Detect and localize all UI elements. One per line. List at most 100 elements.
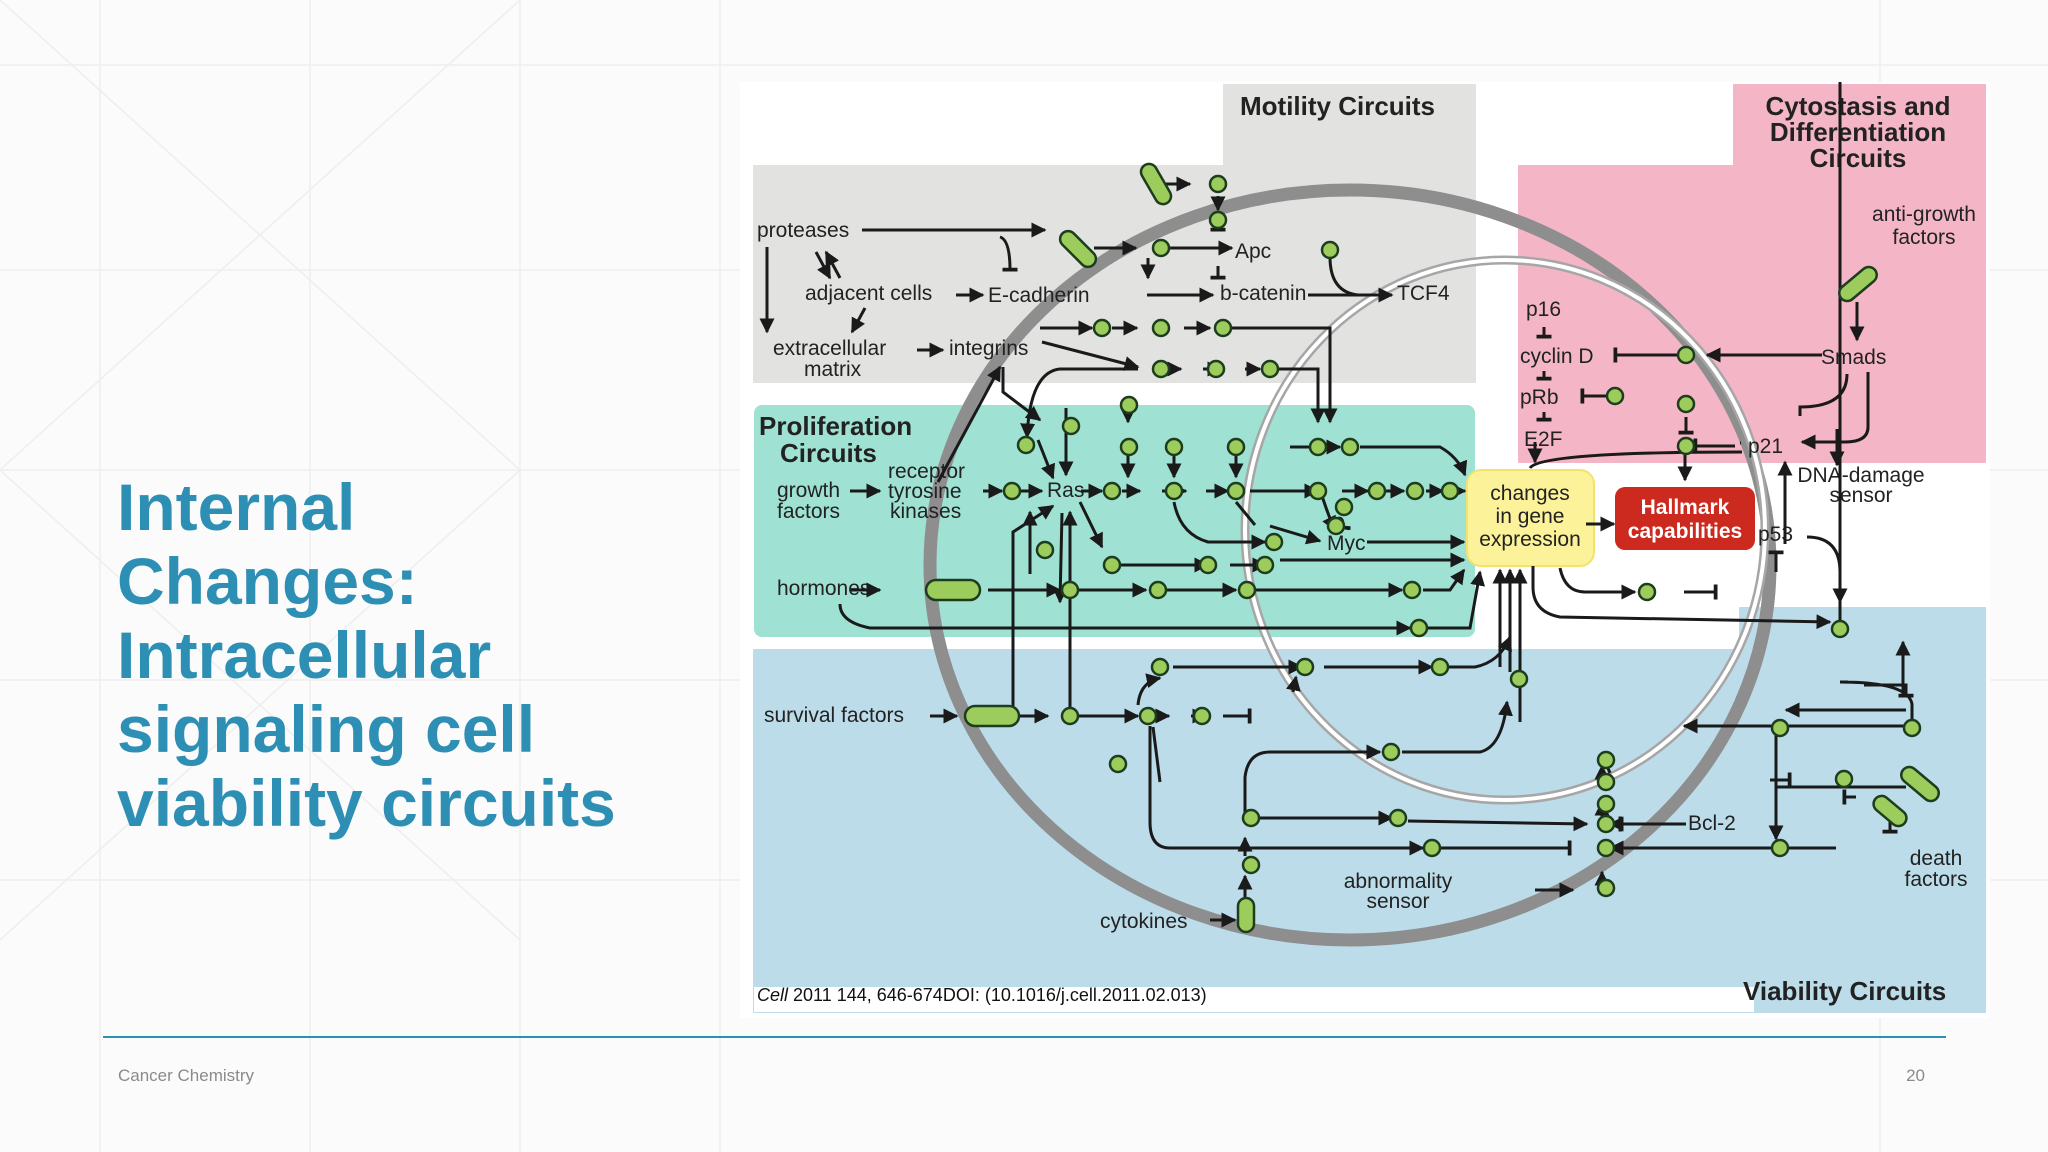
ras-label: Ras: [1047, 479, 1084, 502]
receptor-capsule-top: [1139, 162, 1173, 206]
hormones-label: hormones: [777, 577, 870, 600]
node: [1108, 754, 1128, 774]
prb-label: pRb: [1520, 386, 1559, 409]
node: [1119, 437, 1139, 457]
node: [1830, 619, 1850, 639]
hallmark-label-1: Hallmark: [1641, 496, 1730, 519]
slide-title: Internal Changes: Intracellular signalin…: [117, 470, 677, 840]
receptor-capsule-cytokines: [1236, 896, 1256, 934]
node: [1409, 618, 1429, 638]
node: [1148, 580, 1168, 600]
node: [1150, 657, 1170, 677]
node: [1164, 437, 1184, 457]
node: [1260, 359, 1280, 379]
node: [1596, 794, 1616, 814]
node: [1061, 416, 1081, 436]
node: [1402, 580, 1422, 600]
proteases-label: proteases: [757, 219, 849, 242]
node: [1192, 706, 1212, 726]
node: [1208, 210, 1228, 230]
anti-growth-label-2: factors: [1892, 226, 1955, 249]
signaling-diagram-svg: Motility Circuits Cytostasis and Differe…: [740, 82, 1990, 1018]
tcf4-label: TCF4: [1397, 282, 1450, 305]
e-cadherin-label: E-cadherin: [988, 284, 1090, 307]
node: [1430, 657, 1450, 677]
b-catenin-label: b-catenin: [1220, 282, 1306, 305]
node: [1151, 238, 1171, 258]
title-line-5: viability circuits: [117, 766, 616, 840]
dna-damage-label-1: DNA-damage: [1797, 464, 1924, 487]
receptor-capsule-death-2: [1872, 794, 1908, 828]
growth-factors-label-1: growth: [777, 479, 840, 502]
node: [1605, 386, 1625, 406]
figure-citation: Cell 2011 144, 646-674DOI: (10.1016/j.ce…: [757, 985, 1207, 1006]
node: [1164, 481, 1184, 501]
node: [1237, 580, 1257, 600]
abnormality-sensor-label-1: abnormality: [1344, 870, 1453, 893]
bcl2-label: Bcl-2: [1688, 812, 1736, 835]
citation-details: 2011 144, 646-674DOI: (10.1016/j.cell.20…: [788, 985, 1207, 1005]
node: [1198, 555, 1218, 575]
death-factors-label-1: death: [1910, 847, 1963, 870]
node: [1440, 481, 1460, 501]
nucleus-membrane-inner: [1243, 258, 1767, 802]
node: [1902, 718, 1922, 738]
adjacent-cells-label: adjacent cells: [805, 282, 932, 305]
p16-label: p16: [1526, 298, 1561, 321]
node: [1340, 437, 1360, 457]
cytostasis-label-1: Cytostasis and: [1766, 91, 1951, 121]
proliferation-label-2: Circuits: [780, 438, 877, 468]
changes-label-1: changes: [1490, 482, 1569, 505]
node: [1676, 345, 1696, 365]
motility-region: [753, 84, 1476, 383]
death-factors-label-2: factors: [1904, 868, 1967, 891]
node: [1596, 814, 1616, 834]
changes-label-3: expression: [1479, 528, 1581, 551]
node: [1151, 359, 1171, 379]
node: [1320, 240, 1340, 260]
node: [1151, 318, 1171, 338]
node: [1770, 718, 1790, 738]
node: [1676, 394, 1696, 414]
slide-number: 20: [1906, 1066, 1925, 1085]
hallmark-label-2: capabilities: [1628, 520, 1742, 543]
citation-journal: Cell: [757, 985, 789, 1005]
extracellular-label-1: extracellular: [773, 337, 886, 360]
node: [1206, 359, 1226, 379]
node: [1676, 436, 1696, 456]
node: [1388, 808, 1408, 828]
cytostasis-label-2: Differentiation: [1770, 117, 1946, 147]
receptor-capsule-death-1: [1900, 765, 1940, 803]
node: [1035, 540, 1055, 560]
node: [1381, 742, 1401, 762]
motility-circuits-label: Motility Circuits: [1240, 91, 1435, 121]
signaling-diagram: Motility Circuits Cytostasis and Differe…: [740, 82, 1990, 1018]
node: [1422, 838, 1442, 858]
changes-in-gene-expression-box: [1466, 469, 1595, 567]
node: [1226, 437, 1246, 457]
cytokines-label: cytokines: [1100, 910, 1188, 933]
title-line-3: Intracellular: [117, 618, 492, 692]
node: [1295, 657, 1315, 677]
citation-strip: [754, 987, 1754, 1012]
node: [1596, 750, 1616, 770]
title-line-1: Internal: [117, 470, 356, 544]
signaling-nodes: [1002, 174, 1922, 898]
node: [1596, 878, 1616, 898]
footer-divider: [103, 1036, 1946, 1038]
node: [1102, 481, 1122, 501]
hallmark-capabilities-box: [1615, 487, 1755, 550]
changes-label-2: in gene: [1496, 505, 1565, 528]
node: [1264, 532, 1284, 552]
apc-label: Apc: [1235, 240, 1271, 263]
node: [1255, 555, 1275, 575]
proliferation-label-1: Proliferation: [759, 411, 912, 441]
receptor-label-3: kinases: [890, 500, 961, 523]
node: [1226, 481, 1246, 501]
node: [1770, 838, 1790, 858]
title-line-2: Changes:: [117, 544, 418, 618]
node: [1326, 516, 1346, 536]
node: [1596, 838, 1616, 858]
p53-label: p53: [1758, 523, 1793, 546]
cytostasis-label-3: Circuits: [1810, 143, 1907, 173]
